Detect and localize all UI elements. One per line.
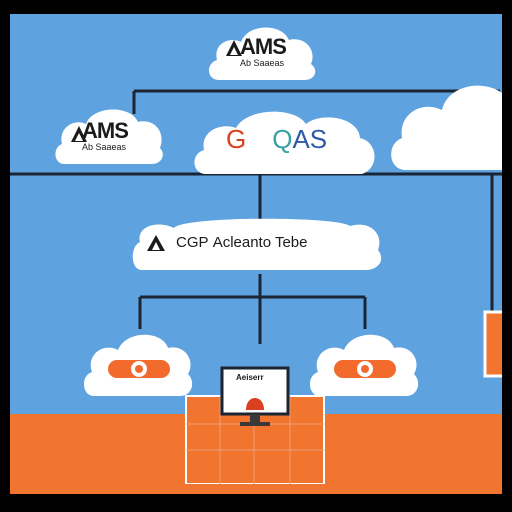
workstation-illustration: [185, 366, 325, 484]
gcs-q-letter: Q: [272, 124, 293, 154]
main-node-prefix: CGP: [176, 234, 209, 251]
left-node-caption: Ab Saaeas: [82, 142, 127, 152]
lower-right-cloud: [309, 334, 419, 396]
top-node-logo: AMS: [240, 34, 287, 59]
triangle-logo-icon: [226, 40, 242, 56]
gcs-g-letter: G: [226, 124, 247, 154]
top-cloud: [208, 27, 316, 80]
main-node-label: CGP Acleanto Tebe: [176, 234, 308, 251]
left-node-logo: AMS: [82, 118, 129, 143]
triangle-logo-icon: [71, 126, 87, 142]
lower-left-cloud: [83, 334, 193, 396]
top-node-caption: Ab Saaeas: [240, 58, 285, 68]
monitor-label: Aeiserr: [236, 373, 264, 382]
triangle-logo-icon: [147, 235, 165, 251]
left-cloud: [55, 109, 163, 164]
right-cloud: [391, 85, 502, 170]
gcs-as-letters: AS: [292, 124, 328, 154]
center-cloud: [194, 111, 375, 174]
main-node-text: Acleanto Tebe: [212, 234, 308, 251]
main-node-cloud: [132, 218, 382, 270]
side-device-icon: [483, 310, 502, 378]
